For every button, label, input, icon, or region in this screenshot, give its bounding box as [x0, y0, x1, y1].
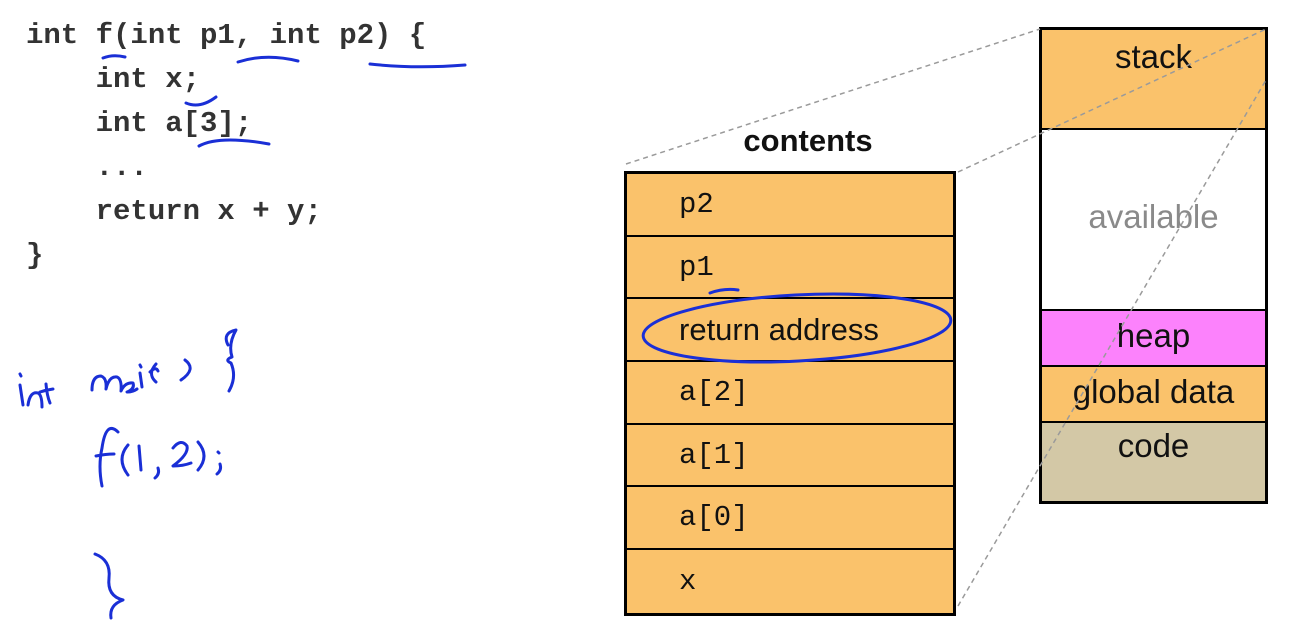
handwriting-glyph	[171, 441, 193, 468]
handwriting-glyph	[93, 552, 125, 620]
code-line: return x + y;	[26, 195, 322, 228]
code-block: int f(int p1, int p2) { int x; int a[3];…	[26, 14, 426, 278]
handwriting-glyph	[90, 374, 139, 394]
underline-stroke	[197, 138, 271, 148]
handwriting-glyph	[18, 372, 25, 407]
handwriting-glyph	[26, 391, 44, 409]
frame-slot-a1: a[1]	[627, 425, 953, 488]
code-line: int x;	[26, 63, 201, 96]
zoom-connectors	[625, 28, 1267, 607]
handwriting-glyph	[153, 466, 161, 480]
frame-slot-a0: a[0]	[627, 487, 953, 551]
connector-line	[957, 28, 1267, 173]
segment-available: available	[1042, 130, 1265, 311]
handwriting-glyph	[38, 382, 55, 405]
ink-mark	[708, 287, 740, 295]
memory-layout: stack available heap global data code	[1039, 27, 1268, 504]
underline-stroke	[368, 62, 467, 69]
handwriting-glyph	[215, 450, 223, 476]
frame-slot-p1: p1	[627, 237, 953, 300]
handwriting-glyph	[196, 440, 206, 472]
segment-global-data: global data	[1042, 367, 1265, 423]
frame-slot-p2: p2	[627, 174, 953, 237]
underline-stroke	[236, 55, 300, 64]
stack-frame-title: contents	[743, 123, 873, 158]
handwriting-glyph	[148, 362, 160, 384]
underline-stroke	[101, 54, 127, 60]
handwriting-glyph	[120, 443, 130, 477]
handwriting-glyph	[138, 363, 144, 389]
segment-code: code	[1042, 423, 1265, 501]
code-line: int f(int p1, int p2) {	[26, 19, 427, 52]
frame-slot-x: x	[679, 564, 697, 598]
pen-annotations	[18, 54, 953, 620]
connector-line	[625, 28, 1041, 165]
handwriting-glyph	[94, 427, 120, 488]
connector-line	[957, 79, 1267, 607]
code-line: }	[26, 239, 44, 272]
code-line: ...	[26, 151, 148, 184]
stack-frame: p2 p1 return address a[2] a[1] a[0] x	[624, 171, 956, 616]
handwriting-glyph	[179, 358, 192, 382]
segment-heap: heap	[1042, 311, 1265, 367]
underline-stroke	[184, 95, 218, 107]
code-line: int a[3];	[26, 107, 253, 140]
frame-slot-a2: a[2]	[627, 362, 953, 425]
handwriting-glyph	[137, 444, 143, 472]
circle-return-address	[641, 292, 953, 364]
handwriting-glyph	[224, 328, 238, 393]
